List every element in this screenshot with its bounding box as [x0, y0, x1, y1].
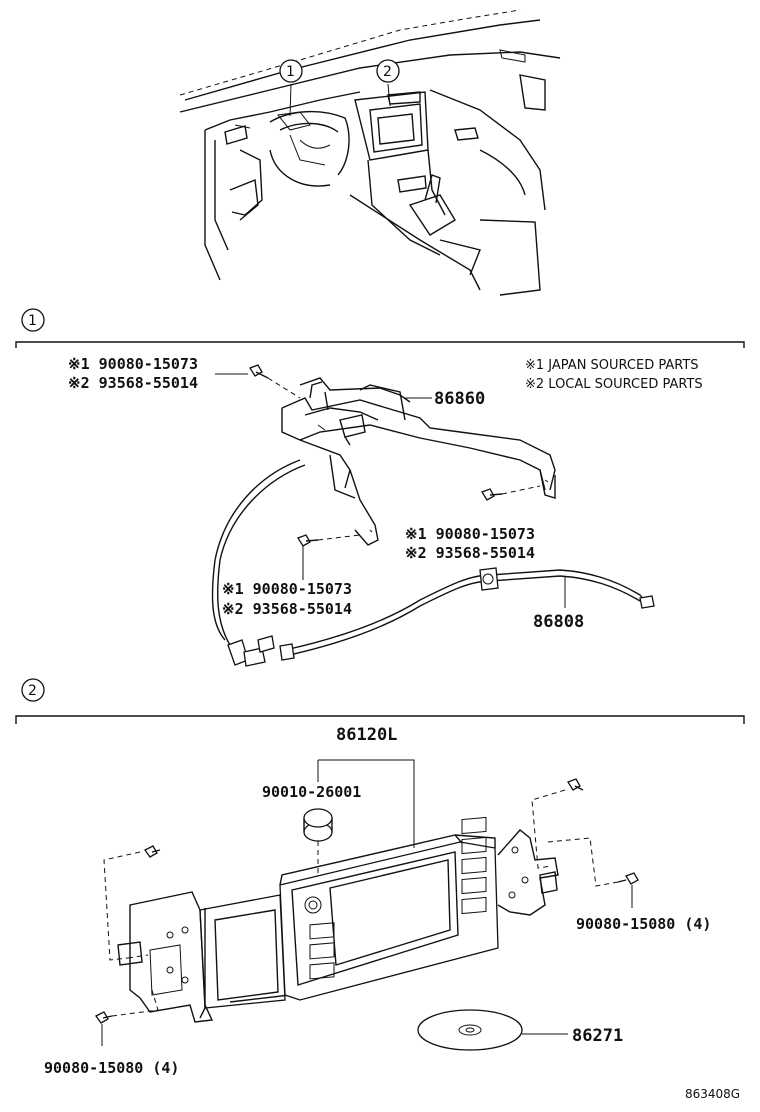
navigation-unit [117, 816, 559, 1023]
part-90010-26001: 90010-26001 [262, 783, 361, 801]
legend-japan: ※1 JAPAN SOURCED PARTS [525, 358, 699, 373]
bolt-c [297, 534, 361, 547]
dashboard-overview: 1 2 [179, 9, 561, 296]
knob-cap [303, 808, 333, 900]
part-86860: 86860 [434, 389, 485, 409]
overview-callout-1: 1 [286, 64, 295, 80]
map-disc [417, 1009, 568, 1051]
bolt-a [249, 364, 301, 399]
bolt-a-label-2: ※2 93568-55014 [68, 374, 198, 392]
section2-frame [15, 715, 745, 724]
section-1: 1 ※1 JAPAN SOURCED PARTS ※2 LOCAL SOURCE… [15, 308, 745, 667]
bolt-c-label-1: ※1 90080-15073 [222, 580, 352, 598]
part-86271: 86271 [572, 1026, 623, 1046]
bolt-b [481, 485, 541, 501]
part-86120L: 86120L [336, 725, 397, 745]
bolt-c-label-2: ※2 93568-55014 [222, 600, 352, 618]
section-2: 2 86120L 90010-26001 [15, 678, 745, 1077]
legend-local: ※2 LOCAL SOURCED PARTS [525, 377, 703, 392]
bolt-b-label-2: ※2 93568-55014 [405, 544, 535, 562]
part-86808: 86808 [533, 612, 584, 632]
bolt-a-label-1: ※1 90080-15073 [68, 355, 198, 373]
part-90080-15080-left: 90080-15080 (4) [44, 1059, 179, 1077]
section1-callout: 1 [28, 313, 37, 329]
bolt-b-label-1: ※1 90080-15073 [405, 525, 535, 543]
overview-callout-2: 2 [383, 64, 392, 80]
figure-code: 863408G [685, 1087, 740, 1101]
cable-86808 [279, 567, 655, 661]
part-90080-15080-right: 90080-15080 (4) [576, 915, 711, 933]
screw-references [95, 778, 639, 1046]
section1-frame [15, 341, 745, 348]
bracket-86860 [281, 377, 556, 546]
cable-harness [211, 459, 306, 667]
section2-callout: 2 [28, 683, 37, 699]
